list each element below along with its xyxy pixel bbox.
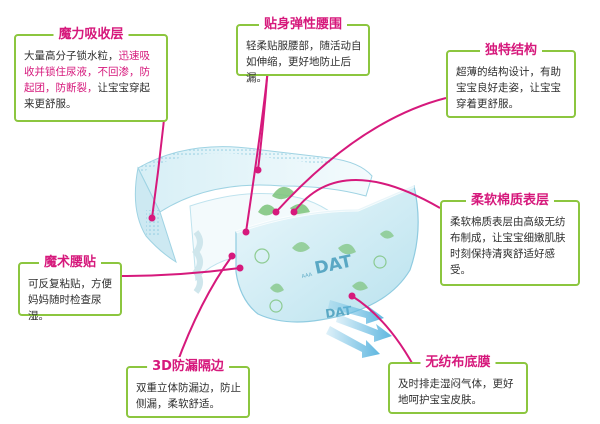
callout-absorb-layer: 魔力吸收层 大量高分子锁水粒，迅速吸收并锁住尿液，不回渗，防起团，防断裂，让宝宝… — [14, 25, 168, 122]
airflow-arrows — [326, 300, 392, 358]
callout-structure-text: 超薄的结构设计，有助宝宝良好走姿，让宝宝穿着更舒服。 — [456, 66, 561, 110]
callout-unique-structure: 独特结构 超薄的结构设计，有助宝宝良好走姿，让宝宝穿着更舒服。 — [446, 41, 576, 118]
absorb-text-part-a: 大量高分子锁水粒， — [24, 50, 119, 62]
callout-3d-leak-guard: 3D防漏隔边 双重立体防漏边，防止侧漏，柔软舒适。 — [126, 357, 250, 418]
callout-tape-title: 魔术腰贴 — [38, 253, 102, 273]
front-print-badges — [254, 248, 387, 313]
callout-waist-title: 贴身弹性腰围 — [258, 15, 348, 35]
callout-waist-text: 轻柔贴服腰部，随活动自如伸缩，更好地防止后漏。 — [246, 40, 362, 84]
absorb-text-part-b: 让宝宝穿起来更舒服。 — [24, 82, 150, 110]
callout-absorb-title: 魔力吸收层 — [53, 25, 129, 45]
callout-nonwoven-backsheet: 无纺布底膜 及时排走湿闷气体，更好地呵护宝宝皮肤。 — [388, 353, 528, 414]
callout-backsheet-text: 及时排走湿闷气体，更好地呵护宝宝皮肤。 — [398, 378, 514, 406]
callout-surface-text: 柔软棉质表层由高级无纺布制成，让宝宝细嫩肌肤时刻保持清爽舒适好感受。 — [450, 216, 566, 276]
absorb-text-highlight-1: 迅速吸收并锁住尿液，不回渗， — [24, 50, 150, 78]
callout-cotton-surface: 柔软棉质表层 柔软棉质表层由高级无纺布制成，让宝宝细嫩肌肤时刻保持清爽舒适好感受… — [440, 191, 580, 286]
callout-surface-title: 柔软棉质表层 — [465, 191, 555, 211]
callout-magic-tape: 魔术腰贴 可反复粘贴，方便妈妈随时检查尿湿。 — [18, 253, 122, 322]
brand-prefix: AAA — [301, 272, 313, 280]
absorb-text-highlight-2: 防起团，防断裂， — [24, 66, 150, 94]
callout-backsheet-title: 无纺布底膜 — [420, 353, 496, 373]
front-print-leaves — [270, 230, 394, 293]
callout-absorb-text: 大量高分子锁水粒，迅速吸收并锁住尿液，不回渗，防起团，防断裂，让宝宝穿起来更舒服… — [24, 48, 160, 112]
callout-structure-title: 独特结构 — [479, 41, 543, 61]
callout-leakguard-title: 3D防漏隔边 — [147, 357, 229, 377]
callout-elastic-waist: 贴身弹性腰围 轻柔贴服腰部，随活动自如伸缩，更好地防止后漏。 — [236, 15, 370, 84]
leak-guard — [192, 230, 203, 294]
callout-tape-text: 可反复粘贴，方便妈妈随时检查尿湿。 — [28, 278, 112, 322]
callout-leakguard-text: 双重立体防漏边，防止侧漏，柔软舒适。 — [136, 382, 241, 410]
leader-dots — [148, 166, 356, 300]
